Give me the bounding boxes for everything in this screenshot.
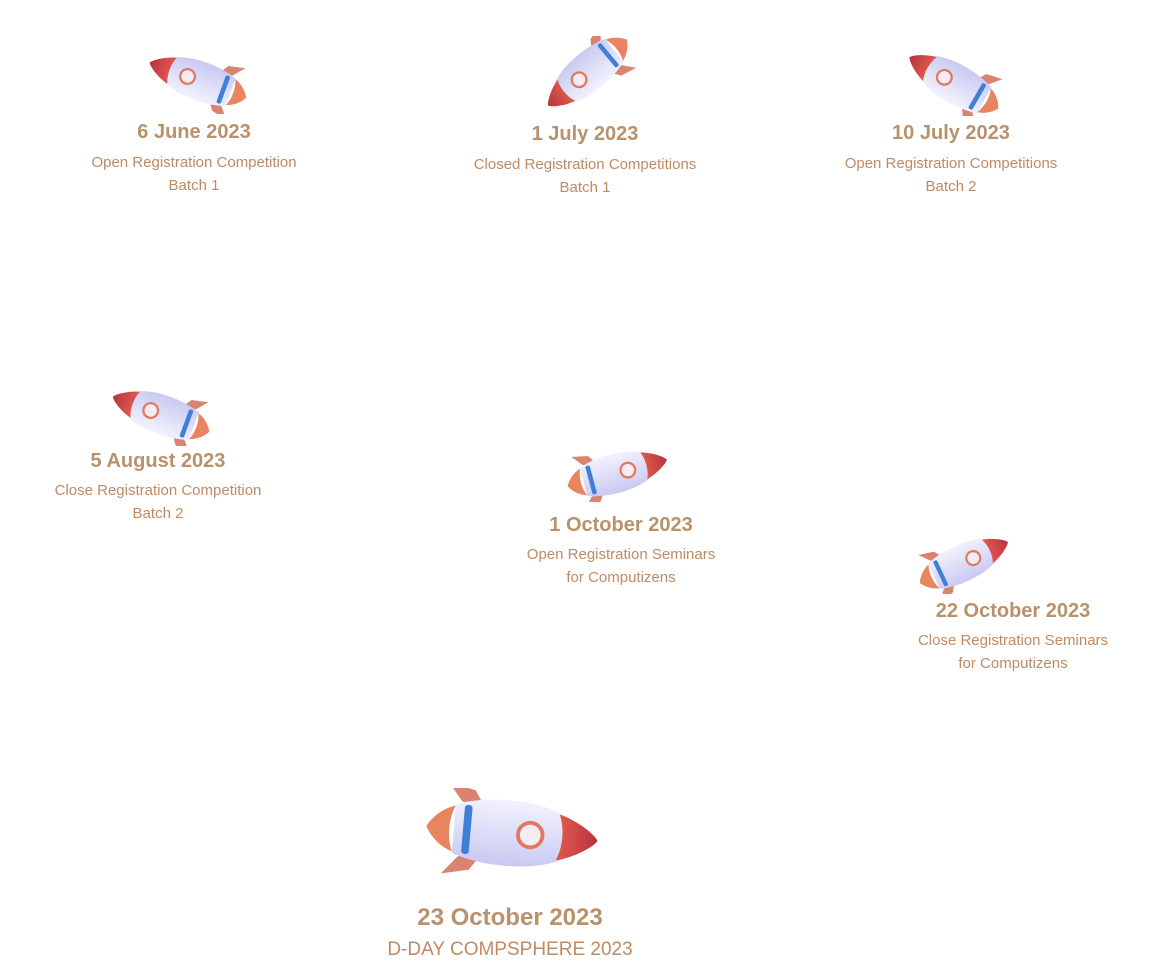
milestone-description-line2: for Computizens: [958, 655, 1068, 672]
milestone-2: 1 July 2023 Closed Registration Competit…: [473, 36, 697, 199]
milestone-description-line1: Closed Registration Competitions: [473, 156, 697, 173]
milestone-description-line1: Open Registration Competitions: [844, 155, 1058, 172]
milestone-date: 1 October 2023: [549, 514, 693, 536]
milestone-date: 1 July 2023: [531, 123, 639, 145]
rocket-icon: [915, 528, 1019, 594]
milestone-1: 6 June 2023 Open Registration Competitio…: [91, 44, 297, 197]
rocket-icon: [566, 442, 676, 502]
milestone-description-line1: Open Registration Competition: [91, 154, 297, 171]
milestone-date: 23 October 2023: [417, 904, 603, 931]
milestone-date: 5 August 2023: [90, 450, 226, 472]
milestone-4: 5 August 2023 Close Registration Competi…: [54, 380, 262, 525]
milestone-6: 22 October 2023 Close Registration Semin…: [918, 599, 1108, 675]
milestone-description-line2: Batch 2: [925, 178, 977, 195]
rocket-icon: [102, 380, 213, 446]
milestone-description-line1: Open Registration Seminars: [526, 546, 716, 563]
milestone-date: 6 June 2023: [137, 121, 251, 143]
milestone-date: 22 October 2023: [935, 600, 1091, 622]
rocket-icon: [529, 36, 640, 114]
rocket-icon: [895, 46, 1006, 116]
milestone-description-line2: for Computizens: [566, 569, 676, 586]
milestone-7: 23 October 2023 D-DAY COMPSPHERE 2023: [387, 903, 632, 963]
milestone-description-line2: Batch 2: [132, 505, 184, 522]
milestone-3: 10 July 2023 Open Registration Competiti…: [844, 46, 1058, 198]
milestone-description-line1: Close Registration Seminars: [917, 632, 1109, 649]
milestone-description-line2: Batch 1: [559, 179, 611, 196]
milestone-description-line2: Batch 1: [168, 177, 220, 194]
milestone-5: 1 October 2023 Open Registration Seminar…: [527, 442, 715, 589]
rocket-icon: [420, 788, 604, 880]
milestone-description-line1: D-DAY COMPSPHERE 2023: [387, 939, 633, 960]
rocket-icon: [138, 44, 249, 114]
milestone-date: 10 July 2023: [892, 122, 1010, 144]
milestone-description-line1: Close Registration Competition: [54, 482, 262, 499]
